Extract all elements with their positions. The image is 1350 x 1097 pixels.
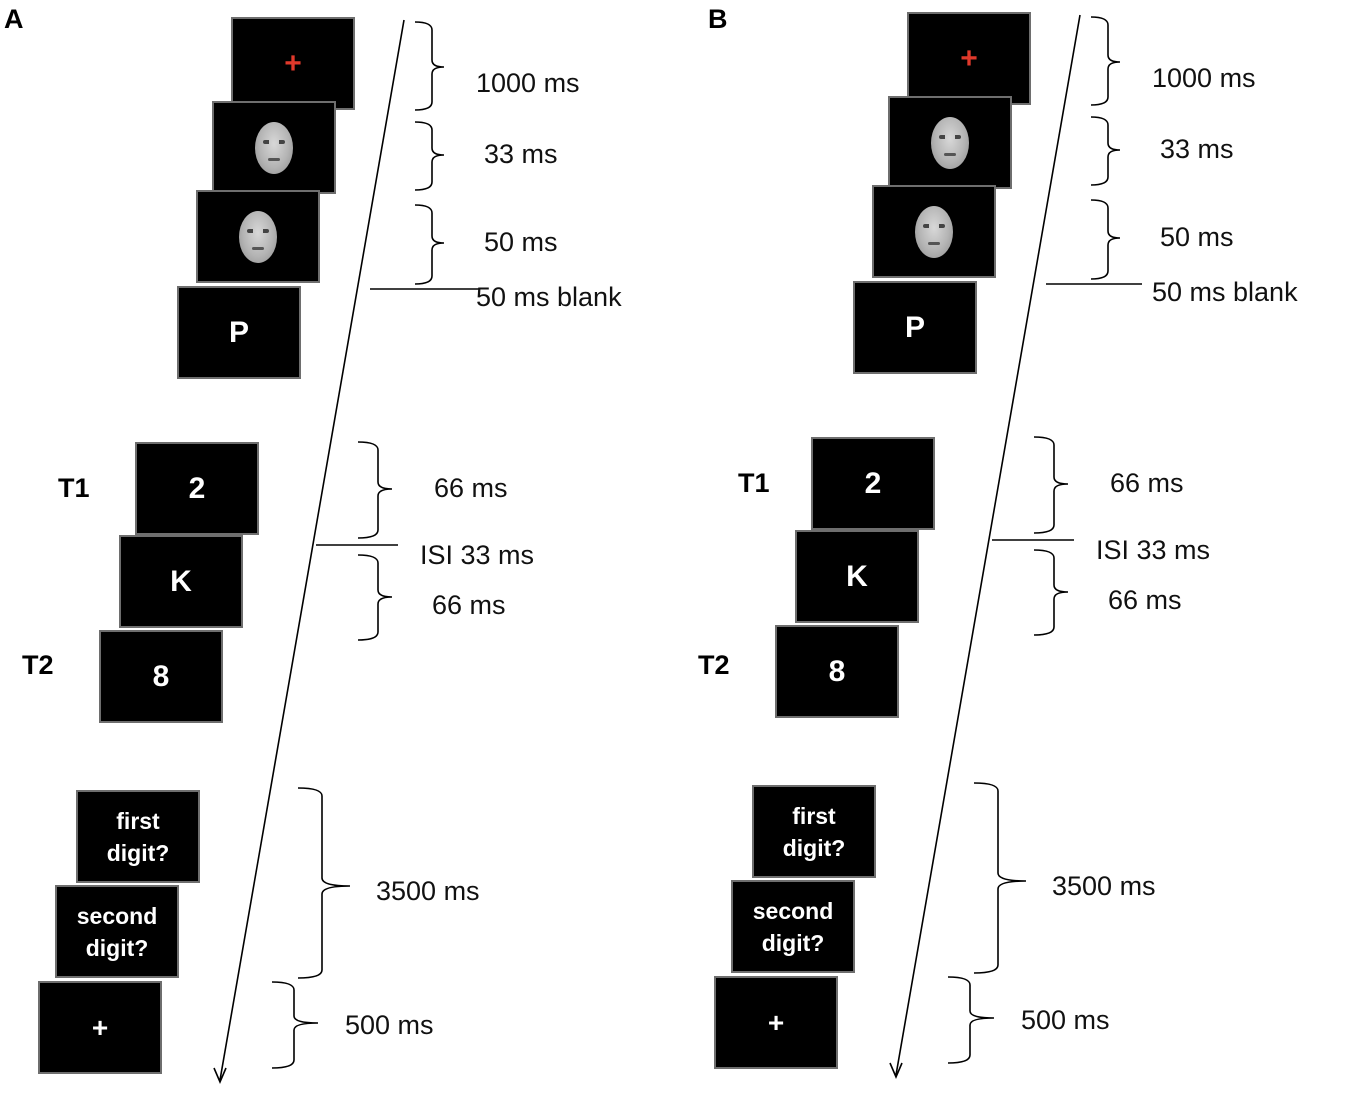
panel-a: A + P T1 2 K T2 8 — [4, 4, 622, 1085]
t2-digit: 8 — [152, 659, 170, 693]
duration-iti: 500 ms — [345, 1010, 434, 1040]
fearful-face-screen — [872, 185, 996, 278]
duration-t1: 66 ms — [1110, 468, 1184, 498]
time-arrow — [219, 19, 405, 1081]
brace-face1 — [414, 121, 445, 191]
brace-t1 — [1033, 436, 1069, 534]
distractor-letter: K — [170, 564, 192, 598]
brace-iti — [947, 976, 995, 1064]
t1-digit: 2 — [188, 471, 206, 505]
fearful-face-screen — [212, 101, 336, 194]
t2-screen: 8 — [99, 630, 223, 723]
neutral-face-icon — [239, 210, 277, 263]
t2-label: T2 — [698, 650, 730, 680]
brace-response — [973, 782, 1027, 974]
brace-t1 — [357, 441, 393, 539]
duration-blank: 50 ms blank — [476, 282, 622, 312]
fearful-face-icon — [915, 205, 953, 258]
brace-response — [297, 787, 351, 979]
brace-face1 — [1090, 116, 1121, 186]
red-cross-icon: + — [284, 46, 302, 80]
distractor-screen: K — [119, 535, 243, 628]
white-cross-icon: + — [767, 1006, 785, 1038]
duration-face1: 33 ms — [1160, 134, 1234, 164]
duration-t1: 66 ms — [434, 473, 508, 503]
t1-label: T1 — [58, 473, 90, 503]
time-arrowhead — [889, 1062, 903, 1080]
distractor-screen: K — [795, 530, 919, 623]
panel-letter: B — [708, 4, 728, 34]
letter-p-screen: P — [177, 286, 301, 379]
letter-p-screen: P — [853, 281, 977, 374]
t2-digit: 8 — [828, 654, 846, 688]
t1-digit: 2 — [864, 466, 882, 500]
duration-response: 3500 ms — [1052, 871, 1156, 901]
brace-fixation — [414, 21, 445, 111]
neutral-face-screen — [196, 190, 320, 283]
duration-face2: 50 ms — [484, 227, 558, 257]
t1-label: T1 — [738, 468, 770, 498]
duration-t2: 66 ms — [1108, 585, 1182, 615]
brace-t2 — [357, 554, 393, 641]
neutral-face-icon — [931, 116, 969, 169]
distractor-letter: K — [846, 559, 868, 593]
letter-p: P — [228, 315, 249, 349]
duration-isi: ISI 33 ms — [420, 540, 535, 570]
brace-t2 — [1033, 549, 1069, 636]
t1-screen: 2 — [811, 437, 935, 530]
letter-p: P — [904, 310, 925, 344]
end-fixation-screen: + — [714, 976, 838, 1069]
neutral-face-screen — [888, 96, 1012, 189]
white-cross-icon: + — [91, 1011, 109, 1043]
t2-label: T2 — [22, 650, 54, 680]
fearful-face-icon — [255, 121, 293, 174]
fixation-screen: + — [907, 12, 1031, 105]
duration-fixation: 1000 ms — [1152, 63, 1256, 93]
fixation-screen: + — [231, 17, 355, 110]
duration-isi: ISI 33 ms — [1096, 535, 1211, 565]
brace-face2 — [414, 204, 445, 285]
duration-response: 3500 ms — [376, 876, 480, 906]
duration-fixation: 1000 ms — [476, 68, 580, 98]
panel-letter: A — [4, 4, 24, 34]
duration-iti: 500 ms — [1021, 1005, 1110, 1035]
red-cross-icon: + — [960, 41, 978, 75]
timeline-graphics — [889, 14, 1142, 1080]
t2-screen: 8 — [775, 625, 899, 718]
time-arrow — [895, 14, 1081, 1076]
brace-face2 — [1090, 199, 1121, 280]
end-fixation-screen: + — [38, 981, 162, 1074]
t1-screen: 2 — [135, 442, 259, 535]
duration-face2: 50 ms — [1160, 222, 1234, 252]
brace-iti — [271, 981, 319, 1069]
timeline-graphics — [213, 19, 480, 1085]
duration-blank: 50 ms blank — [1152, 277, 1298, 307]
duration-face1: 33 ms — [484, 139, 558, 169]
brace-fixation — [1090, 16, 1121, 106]
duration-t2: 66 ms — [432, 590, 506, 620]
time-arrowhead — [213, 1067, 227, 1085]
